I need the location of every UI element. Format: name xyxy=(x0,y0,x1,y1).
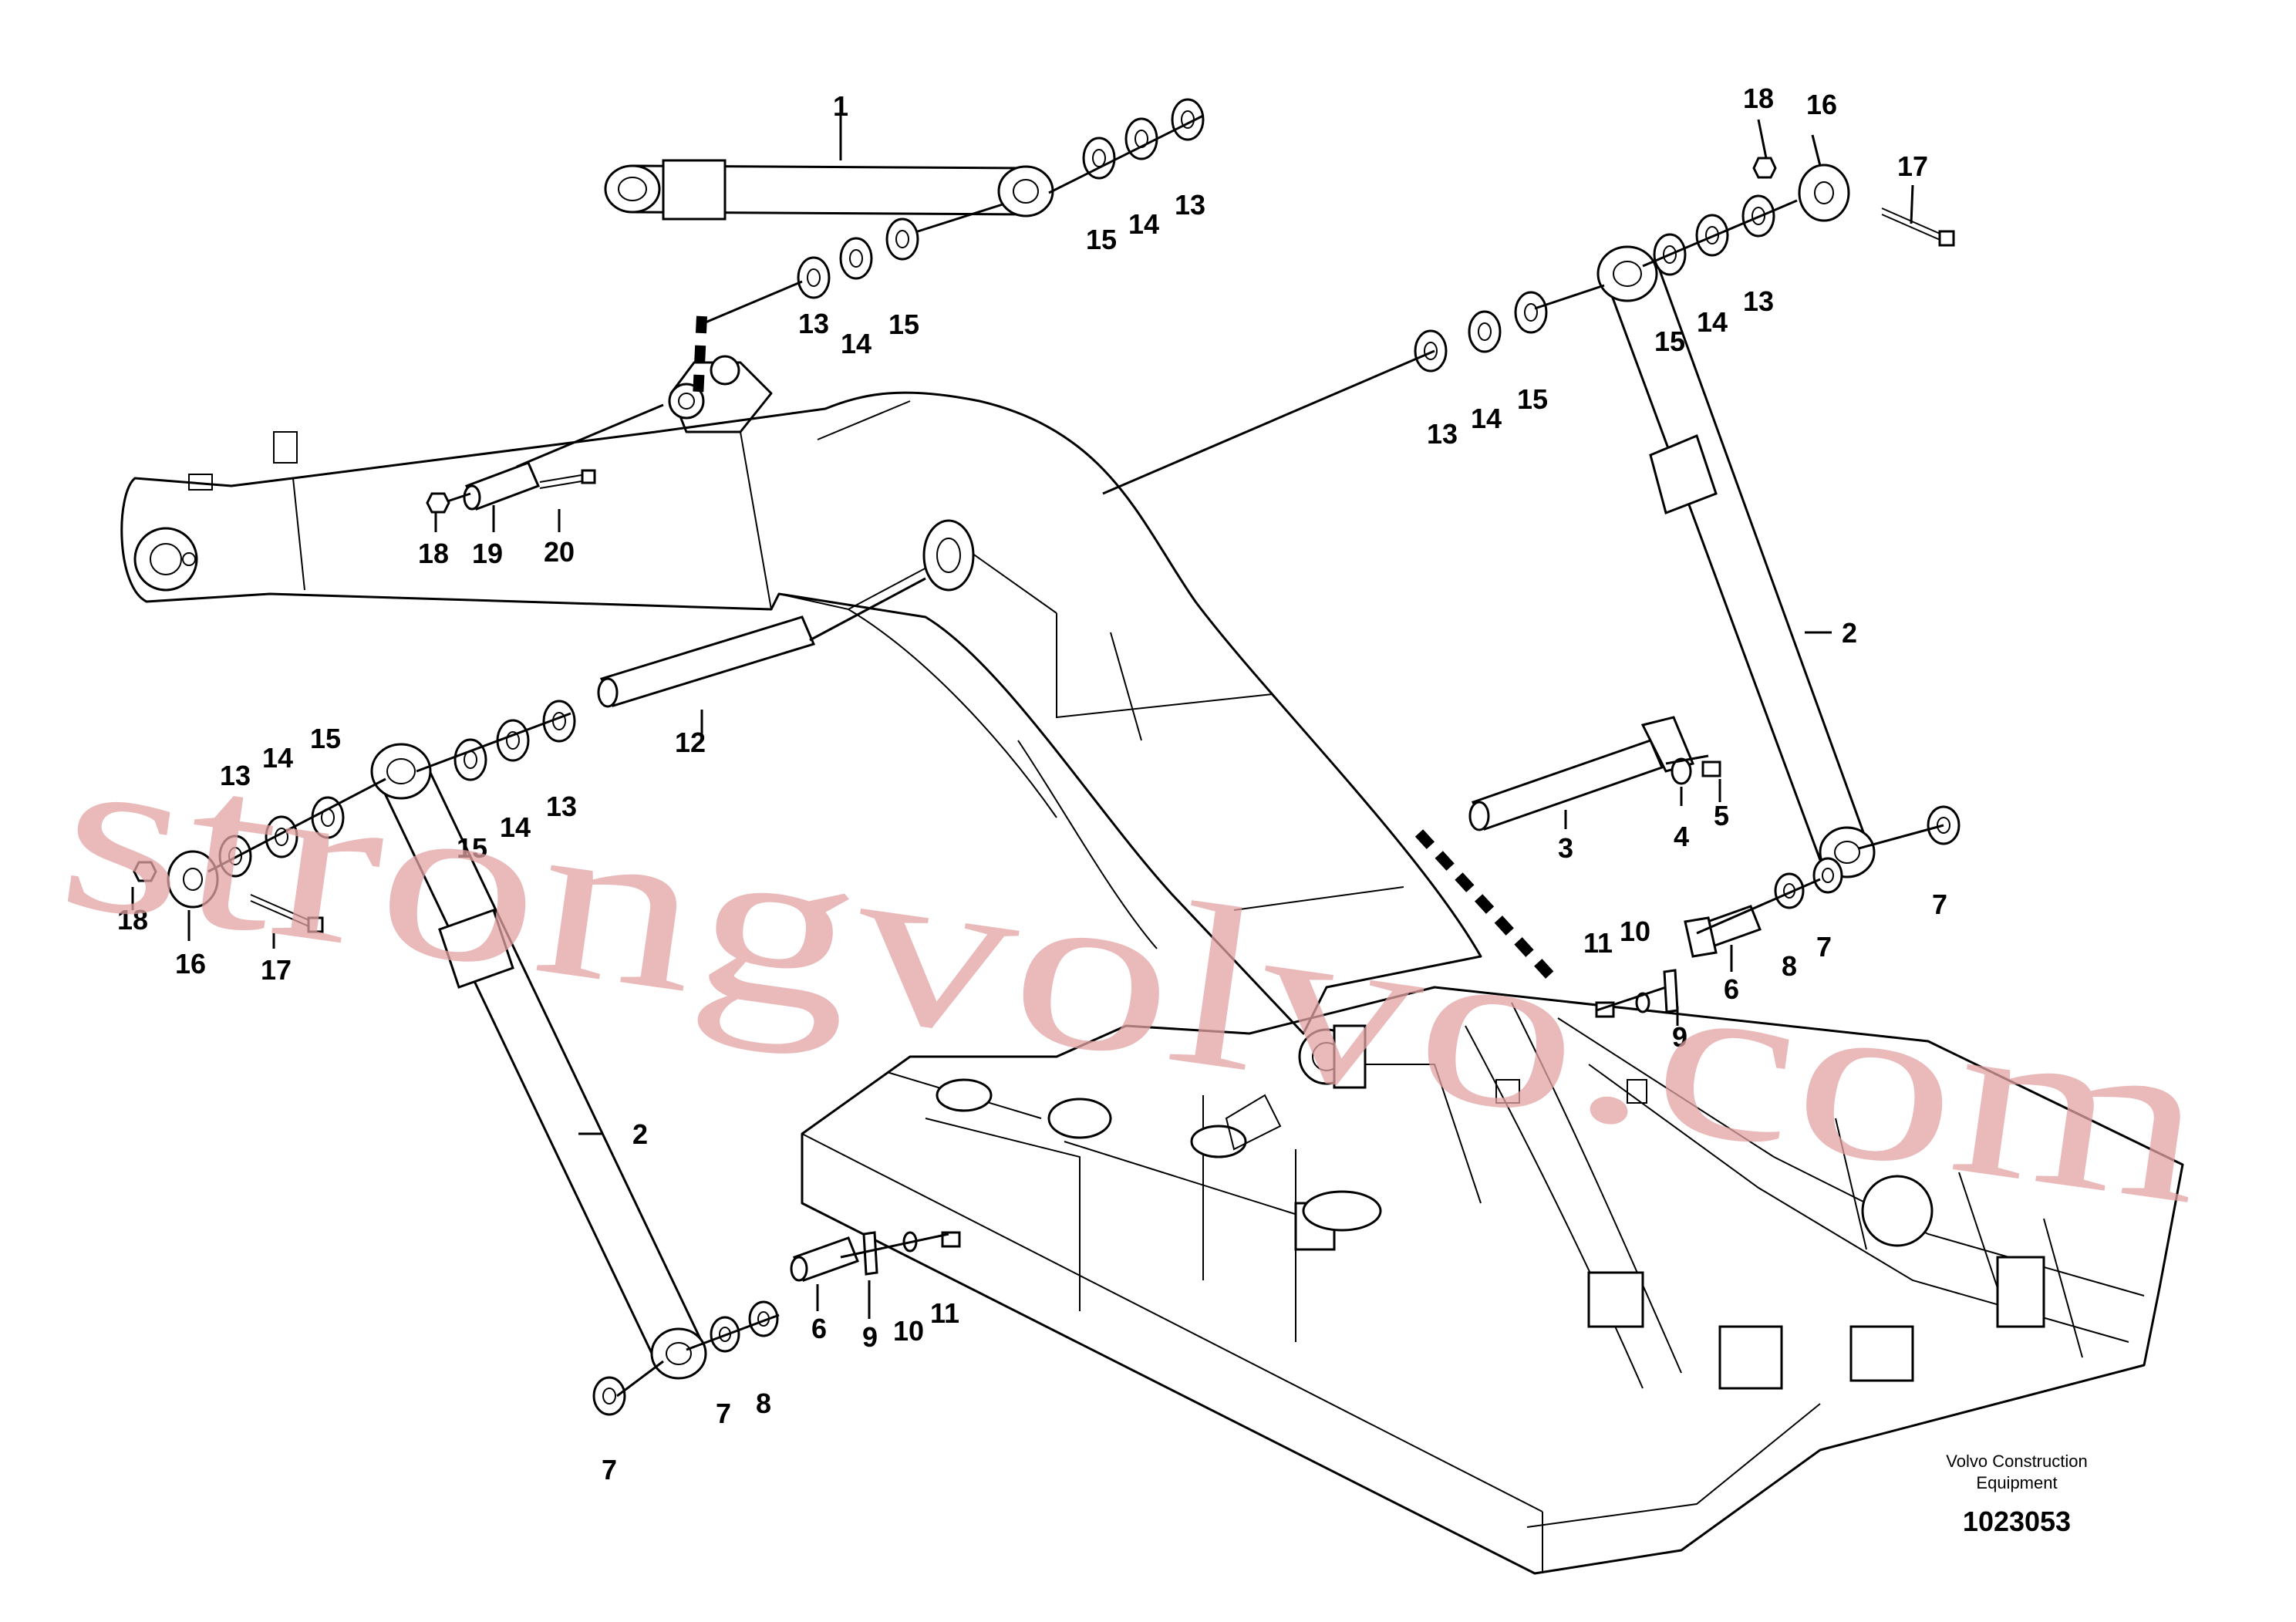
callout-1: 1 xyxy=(833,90,848,122)
callout-9-a: 9 xyxy=(1672,1021,1687,1053)
callout-14-f: 14 xyxy=(262,742,293,774)
callout-13-b: 13 xyxy=(798,308,829,339)
callout-15-a: 15 xyxy=(1086,224,1117,255)
callout-10-b: 10 xyxy=(893,1315,924,1347)
callout-7-d: 7 xyxy=(602,1454,617,1485)
callout-14-a: 14 xyxy=(1128,208,1159,240)
callout-15-c: 15 xyxy=(1517,383,1548,415)
boom-arm xyxy=(120,355,1482,1035)
upper-frame xyxy=(801,986,2184,1575)
callout-13-a: 13 xyxy=(1175,189,1205,221)
callout-7-b: 7 xyxy=(1932,889,1947,920)
callout-14-b: 14 xyxy=(841,328,872,359)
callout-16-b: 16 xyxy=(175,948,206,980)
right-cylinder xyxy=(1596,245,1876,878)
callout-16-a: 16 xyxy=(1806,89,1837,120)
callout-17-b: 17 xyxy=(261,954,292,986)
callout-15-e: 15 xyxy=(457,832,487,864)
callout-5: 5 xyxy=(1714,800,1729,831)
pins xyxy=(133,157,1955,1282)
callout-6-left: 6 xyxy=(811,1313,827,1344)
callout-7-c: 7 xyxy=(716,1398,731,1429)
callout-13-d: 13 xyxy=(1743,285,1774,317)
callout-8-b: 8 xyxy=(756,1388,771,1419)
callout-3: 3 xyxy=(1558,832,1573,864)
callout-17-a: 17 xyxy=(1897,150,1928,182)
callout-18-b: 18 xyxy=(418,538,449,569)
callout-14-e: 14 xyxy=(500,811,531,843)
callout-15-d: 15 xyxy=(1654,325,1685,357)
callout-9-b: 9 xyxy=(862,1321,878,1353)
callout-4: 4 xyxy=(1674,821,1689,852)
callout-20: 20 xyxy=(544,536,575,568)
callout-2-left: 2 xyxy=(632,1118,648,1150)
callout-14-d: 14 xyxy=(1697,306,1728,338)
assembly-lines xyxy=(207,114,1944,1398)
callout-labels: 1 2 2 3 4 5 6 6 7 7 7 7 8 8 9 9 10 10 11… xyxy=(117,83,1947,1485)
company-name-line1: Volvo Construction xyxy=(1946,1452,2087,1471)
callout-2-right: 2 xyxy=(1842,617,1857,649)
top-cylinder xyxy=(604,159,1054,221)
callout-7-a: 7 xyxy=(1816,931,1832,963)
callout-10-a: 10 xyxy=(1620,916,1650,947)
callout-6-right: 6 xyxy=(1724,973,1739,1005)
callout-11-b: 11 xyxy=(930,1297,959,1329)
callout-15-f: 15 xyxy=(310,723,341,754)
callout-13-c: 13 xyxy=(1427,418,1458,450)
callout-14-c: 14 xyxy=(1471,403,1502,434)
callout-19: 19 xyxy=(472,538,503,569)
callout-13-e: 13 xyxy=(546,791,577,822)
callout-12: 12 xyxy=(675,727,706,758)
left-cylinder xyxy=(370,743,707,1380)
drawing-number: 1023053 xyxy=(1963,1506,2071,1537)
callout-18-a: 18 xyxy=(1743,83,1774,114)
leader-lines xyxy=(131,104,1914,1319)
watermark-text: strongvolvo.com xyxy=(47,699,2221,1253)
callout-15-b: 15 xyxy=(888,309,919,340)
company-name-line2: Equipment xyxy=(1976,1473,2057,1492)
callout-13-f: 13 xyxy=(220,760,251,791)
callout-11-a: 11 xyxy=(1583,927,1613,959)
callout-18-c: 18 xyxy=(117,904,148,936)
callout-8-a: 8 xyxy=(1782,950,1797,982)
